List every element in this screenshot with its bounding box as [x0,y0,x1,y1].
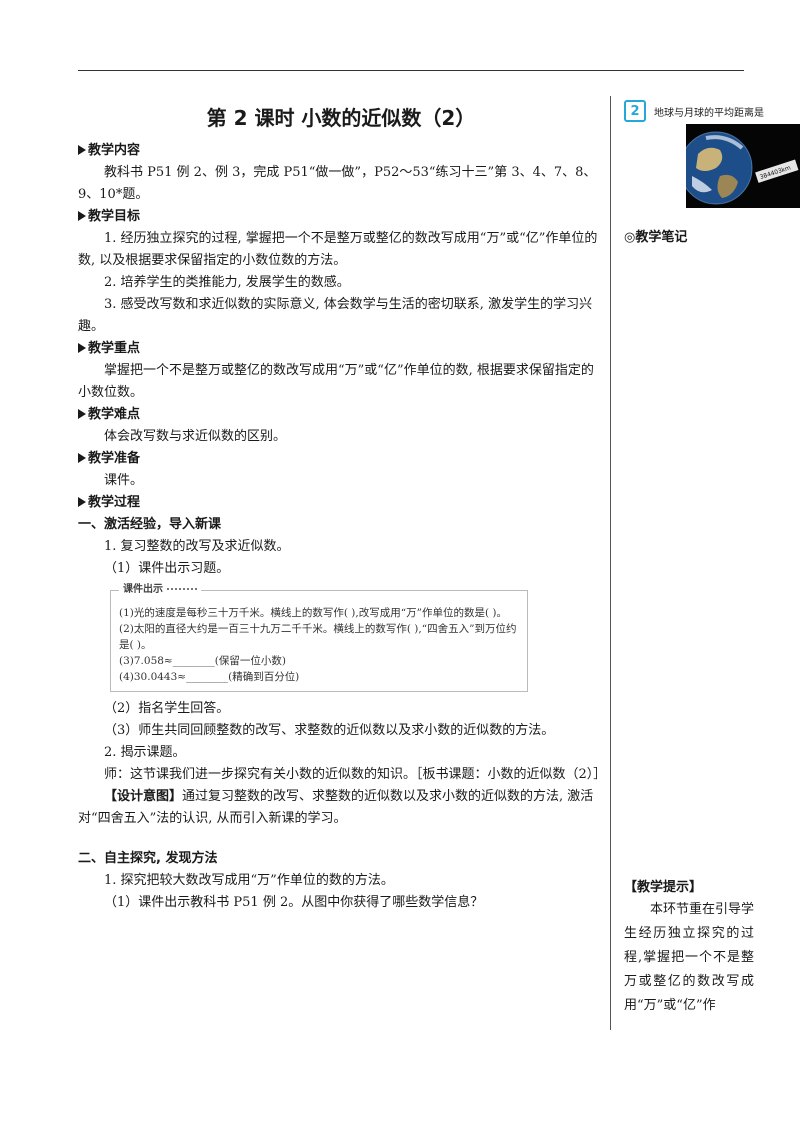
triangle-icon [78,497,86,507]
content-text: 教科书 P51 例 2、例 3，完成 P51“做一做”，P52～53“练习十三”… [78,165,597,202]
triangle-icon [78,145,86,155]
exercise-1: (1)光的速度是每秒三十万千米。横线上的数写作( ),改写成用“万”作单位的数是… [119,607,508,619]
section-process-head: 教学过程 [78,492,604,514]
difficulty-text: 体会改写数与求近似数的区别。 [104,429,287,444]
earth-icon: 384403km [686,124,800,208]
exercise-2: (2)太阳的直径大约是一百三十九万二千千米。横线上的数写作( ),“四舍五入”到… [119,623,517,651]
goal-2: 2. 培养学生的类推能力, 发展学生的数感。 [104,275,350,290]
section-goals-head: 教学目标 [78,206,604,228]
side-caption-row: 2 地球与月球的平均距离是 [624,100,764,122]
lesson-plan: 第 2 课时 小数的近似数（2） 教学内容 教科书 P51 例 2、例 3，完成… [78,104,607,914]
goal-3: 3. 感受改写数和求近似数的实际意义, 体会数学与生活的密切联系, 激发学生的学… [78,297,593,334]
step-1-4: （3）师生共同回顾整数的改写、求整数的近似数以及求小数的近似数的方法。 [104,723,555,738]
goal-1: 1. 经历独立探究的过程, 掌握把一个不是整万或整亿的数改写成用“万”或“亿”作… [78,231,598,268]
earth-moon-photo: 384403km [686,124,800,208]
step-1-3: （2）指名学生回答。 [104,701,230,716]
tips-title: 【教学提示】 [624,880,703,895]
triangle-icon [78,453,86,463]
page-title: 第 2 课时 小数的近似数（2） [206,106,476,130]
step-1-5: 2. 揭示课题。 [104,745,186,760]
section-content-head: 教学内容 [78,140,604,162]
section-difficulty-head: 教学难点 [78,404,604,426]
step-2-2: （1）课件出示教科书 P51 例 2。从图中你获得了哪些数学信息？ [104,895,484,910]
exercise-4: (4)30.0443≈________(精确到百分位) [119,671,300,683]
top-rule [78,70,744,71]
step-1-6: 师：这节课我们进一步探究有关小数的近似数的知识。［板书课题：小数的近似数（2）］ [104,767,607,782]
side-caption: 地球与月球的平均距离是 [654,107,764,119]
triangle-icon [78,343,86,353]
number-badge: 2 [624,100,646,122]
prep-text: 课件。 [104,473,144,488]
courseware-box: 课件出示 (1)光的速度是每秒三十万千米。横线上的数写作( ),改写成用“万”作… [110,582,528,692]
courseware-tag: 课件出示 [119,582,201,598]
triangle-icon [78,211,86,221]
dotted-decoration [167,588,197,590]
triangle-icon [78,409,86,419]
column-divider [610,96,611,1030]
key-text: 掌握把一个不是整万或整亿的数改写成用“万”或“亿”作单位的数, 根据要求保留指定… [78,363,594,400]
part-2-heading: 二、自主探究, 发现方法 [78,851,218,866]
step-2-1: 1. 探究把较大数改写成用“万”作单位的数的方法。 [104,873,394,888]
section-prep-head: 教学准备 [78,448,604,470]
design-intent: 【设计意图】通过复习整数的改写、求整数的近似数以及求小数的近似数的方法, 激活对… [78,789,594,826]
notes-label: ◎教学笔记 [624,230,688,245]
part-1-heading: 一、激活经验，导入新课 [78,517,222,532]
step-1-2: （1）课件出示习题。 [104,561,230,576]
exercise-3: (3)7.058≈________(保留一位小数) [119,655,286,667]
step-1-1: 1. 复习整数的改写及求近似数。 [104,539,290,554]
section-key-head: 教学重点 [78,338,604,360]
tips-text: 本环节重在引导学生经历独立探究的过程,掌握把一个不是整万或整亿的数改写成用“万”… [624,902,755,1013]
